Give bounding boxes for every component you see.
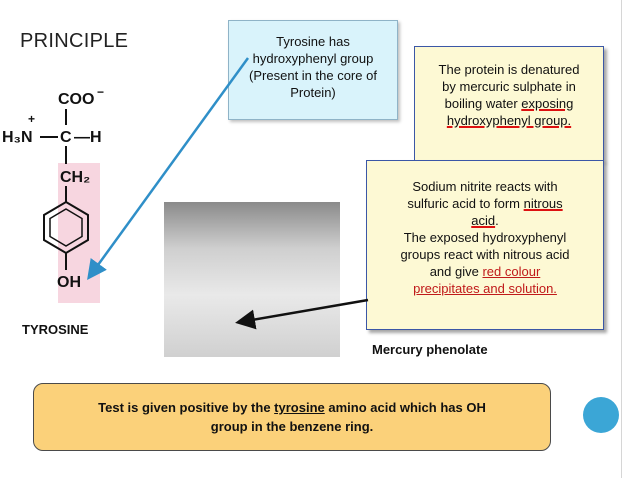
h3n-group: H₃N bbox=[2, 129, 33, 146]
box2-line: boiling water exposing bbox=[415, 95, 603, 112]
accent-circle bbox=[583, 397, 619, 433]
conclusion-line: group in the benzene ring. bbox=[210, 419, 374, 434]
nitrous-acid-note-box: Sodium nitrite reacts with sulfuric acid… bbox=[366, 160, 604, 330]
box2-underlined: exposing bbox=[521, 96, 574, 111]
slide-title: PRINCIPLE bbox=[20, 30, 129, 52]
box3-underlined: nitrous bbox=[523, 196, 563, 211]
box2-line: hydroxyphenyl group. bbox=[415, 112, 603, 129]
box3-red-text: precipitates and solution. bbox=[413, 281, 557, 296]
conclusion-text: Test is given positive by the bbox=[98, 400, 275, 415]
box3-text: and give bbox=[429, 264, 483, 279]
box3-line: groups react with nitrous acid bbox=[400, 247, 570, 262]
box1-line: Protein) bbox=[290, 85, 336, 100]
box2-text: boiling water bbox=[444, 96, 522, 111]
box3-line: The exposed hydroxyphenyl bbox=[403, 230, 567, 245]
denaturation-note-box: The protein is denatured by mercuric sul… bbox=[414, 46, 604, 161]
conclusion-line: Test is given positive by the tyrosine a… bbox=[34, 398, 550, 417]
box1-line: hydroxyphenyl group bbox=[252, 51, 374, 66]
box3-line: precipitates and solution. bbox=[367, 280, 603, 297]
coo-charge: − bbox=[97, 88, 104, 99]
slide-right-border bbox=[621, 0, 622, 478]
photo-caption: Mercury phenolate bbox=[372, 342, 488, 357]
box2-line: The protein is denatured bbox=[438, 62, 580, 77]
box2-underlined: hydroxyphenyl group. bbox=[446, 113, 572, 128]
alpha-carbon: C bbox=[60, 129, 72, 146]
box3-underlined: acid bbox=[471, 213, 496, 228]
n-plus-charge: + bbox=[28, 112, 35, 126]
box3-red-text: red colour bbox=[482, 264, 541, 279]
box1-line: (Present in the core of bbox=[249, 68, 377, 83]
box3-text: . bbox=[495, 213, 499, 228]
tyrosine-structure: COO − + H₃N C —H CH₂ OH bbox=[2, 88, 104, 291]
test-tube-photo bbox=[164, 202, 340, 357]
conclusion-underlined: tyrosine bbox=[274, 400, 325, 415]
conclusion-box: Test is given positive by the tyrosine a… bbox=[33, 383, 551, 451]
tyrosine-note-box: Tyrosine has hydroxyphenyl group (Presen… bbox=[228, 20, 398, 120]
coo-group: COO bbox=[58, 91, 94, 108]
box2-line: by mercuric sulphate in bbox=[442, 79, 576, 94]
molecule-label: TYROSINE bbox=[22, 322, 89, 337]
alpha-hydrogen: —H bbox=[74, 129, 102, 146]
box3-line: and give red colour bbox=[367, 263, 603, 280]
box3-text: sulfuric acid to form bbox=[407, 196, 524, 211]
oh-group: OH bbox=[57, 274, 81, 291]
box3-line: acid. bbox=[367, 212, 603, 229]
conclusion-text: amino acid which has OH bbox=[324, 400, 486, 415]
ch2-group: CH₂ bbox=[60, 169, 90, 186]
benzene-inner-ring bbox=[49, 208, 83, 247]
box3-line: sulfuric acid to form nitrous bbox=[367, 195, 603, 212]
box1-line: Tyrosine has bbox=[276, 34, 350, 49]
box3-line: Sodium nitrite reacts with bbox=[412, 179, 558, 194]
